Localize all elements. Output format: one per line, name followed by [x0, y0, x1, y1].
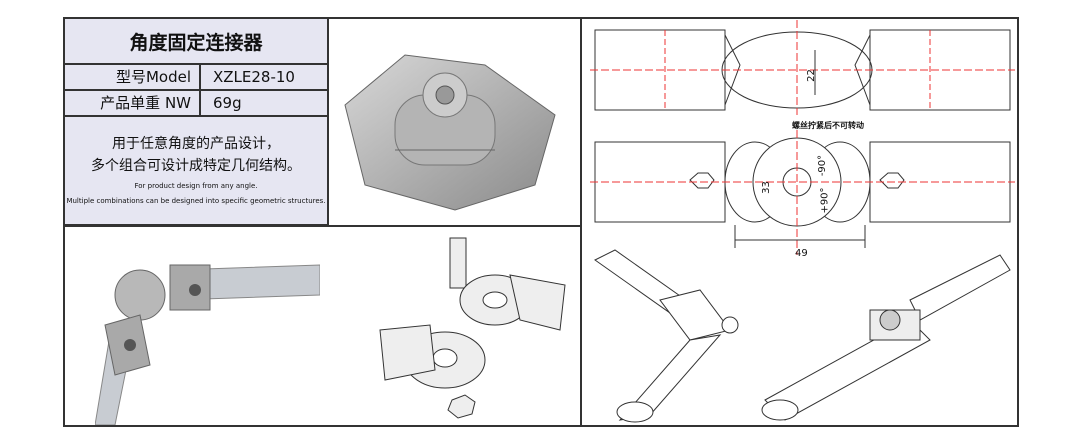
- weight-label: 产品单重 NW: [65, 91, 201, 115]
- weight-row: 产品单重 NW 69g: [65, 91, 327, 117]
- model-label: 型号Model: [65, 65, 201, 89]
- dim-width: 49: [795, 248, 808, 259]
- desc-cn-1: 用于任意角度的产品设计，: [112, 136, 280, 152]
- description: 用于任意角度的产品设计， 多个组合可设计成特定几何结构。 For product…: [65, 117, 327, 207]
- angle-neg: -90°: [817, 154, 829, 177]
- divider: [63, 225, 581, 227]
- desc-cn-2: 多个组合可设计成特定几何结构。: [91, 158, 301, 174]
- angle-pos: +90°: [819, 187, 831, 214]
- technical-drawing-top: [590, 20, 1015, 115]
- model-row: 型号Model XZLE28-10: [65, 65, 327, 91]
- technical-drawing-middle: [590, 130, 1015, 255]
- spec-table: 角度固定连接器 型号Model XZLE28-10 产品单重 NW 69g 用于…: [63, 17, 329, 226]
- assembly-photo: [95, 264, 320, 425]
- desc-en-1: For product design from any angle.: [134, 182, 258, 190]
- note-lock: 螺丝拧紧后不可转动: [792, 121, 864, 130]
- product-photo: [344, 54, 556, 211]
- product-title: 角度固定连接器: [65, 19, 327, 65]
- desc-en-2: Multiple combinations can be designed in…: [66, 197, 326, 205]
- model-value: XZLE28-10: [213, 68, 295, 86]
- divider: [580, 17, 582, 427]
- weight-value: 69g: [213, 94, 242, 112]
- dim-height-top: 22: [805, 69, 817, 82]
- dim-height-bottom: 33: [760, 181, 772, 194]
- exploded-view-drawing: [379, 237, 566, 419]
- isometric-drawing-right: [761, 254, 1011, 421]
- isometric-drawing-left: [594, 249, 739, 423]
